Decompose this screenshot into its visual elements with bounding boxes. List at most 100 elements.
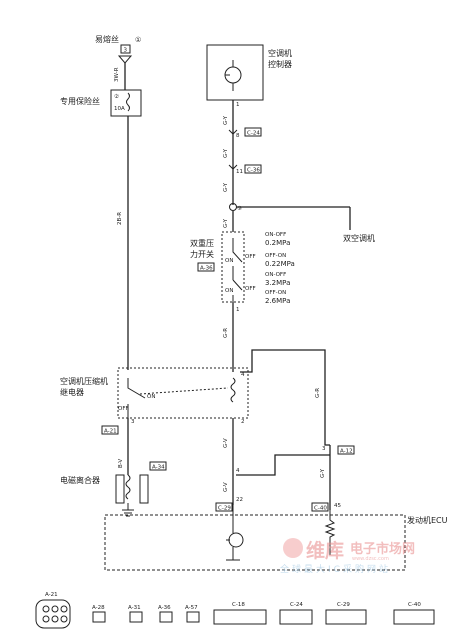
pressure-switch-contact-1 — [232, 238, 243, 280]
wire-label-g-y-1: G-Y — [223, 115, 229, 125]
watermark-site-name: 电子市场网 — [350, 541, 415, 557]
legend-label-a21: A-21 — [45, 592, 58, 598]
legend-item-a36: A-36 — [158, 605, 173, 623]
legend-label-c24: C-24 — [290, 602, 303, 608]
ecu-transistor-leads — [226, 505, 240, 561]
relay-box — [117, 367, 249, 419]
legend-label-a57: A-57 — [185, 605, 198, 611]
ecu-box — [104, 514, 406, 571]
legend-item-c40: C-40 — [393, 602, 435, 625]
pressure-value-4: 2.6MPa — [265, 297, 290, 305]
pressure-switch-box — [221, 231, 245, 303]
fuse-box-rating: 10A — [114, 106, 125, 112]
relay-pin-3: 3 — [131, 419, 135, 425]
connector-tag-c36 — [244, 164, 262, 174]
connector-marker-c24 — [228, 129, 238, 135]
legend-shape-a31 — [129, 611, 143, 623]
ecu-resistor-icon — [324, 510, 336, 555]
pin-11: 11 — [236, 169, 243, 175]
fuse-box — [110, 89, 142, 117]
relay-pin-4: 4 — [241, 372, 245, 378]
pressure-value-2: 0.22MPa — [265, 260, 295, 268]
legend-shape-a36 — [159, 611, 173, 623]
pressure-switch-contact-2 — [232, 279, 243, 302]
legend-pin-dot — [42, 605, 50, 613]
pressure-switch-on-1: ON — [225, 258, 233, 264]
connector-tag-c40 — [311, 502, 329, 512]
legend-shape-c29 — [325, 609, 367, 625]
pressure-switch-label-1: 双重压 — [190, 238, 214, 248]
watermark-url: www.dzsc.com — [352, 556, 389, 562]
connector-tag-c24 — [244, 127, 262, 137]
connector-c36-label: C-36 — [247, 168, 260, 174]
connector-c29-label: C-29 — [218, 506, 231, 512]
wire-label-g-y-3: G-Y — [223, 182, 229, 192]
relay-label-2: 继电器 — [60, 387, 84, 397]
relay-coil-icon — [230, 377, 236, 403]
connector-legend: A-21 A-28 A-31 A-36 A-57 C-18 — [35, 592, 435, 629]
legend-shape-c40 — [393, 609, 435, 625]
legend-pin-dot — [51, 605, 59, 613]
wire-label-g-y-2: G-Y — [223, 148, 229, 158]
legend-shape-c24 — [279, 609, 313, 625]
relay-cross-wire — [236, 454, 330, 476]
ac-controller-label-1: 空调机 — [268, 48, 292, 58]
wire-label-g-r-2: G-R — [315, 388, 321, 398]
pressure-switch-off-2: OFF — [245, 286, 256, 292]
connector-c40-label: C-40 — [314, 506, 327, 512]
pressure-setting-1: ON-OFF — [265, 232, 286, 238]
pin-45: 45 — [334, 503, 341, 509]
legend-label-c40: C-40 — [408, 602, 421, 608]
connector-tag-a34 — [149, 461, 167, 471]
pressure-value-1: 0.2MPa — [265, 239, 290, 247]
relay-pin-2: 2 — [241, 419, 245, 425]
wire-label-g-v-1: G-V — [223, 438, 229, 448]
watermark-logo-main: 维库 — [306, 539, 344, 562]
pressure-setting-4: OFF-ON — [265, 290, 286, 296]
relay-loop-wire — [240, 349, 330, 446]
fuse-link-number: ① — [135, 36, 141, 44]
ac-controller-label-2: 控制器 — [268, 59, 292, 69]
legend-item-a57: A-57 — [185, 605, 200, 623]
ac-controller-transistor-icon — [225, 60, 234, 91]
connector-a34-label: A-34 — [152, 465, 165, 471]
clutch-ground-icon — [122, 503, 134, 517]
legend-pin-dot — [51, 615, 59, 623]
fuse-box-number: ② — [114, 93, 119, 100]
fuse-element-icon — [126, 92, 130, 112]
relay-link-line — [139, 387, 229, 395]
watermark-slogan: 全球最大IC采购网站 — [280, 563, 391, 575]
pressure-value-3: 3.2MPa — [265, 279, 290, 287]
legend-pin-dot — [60, 615, 68, 623]
connector-a36-label: A-36 — [200, 266, 213, 272]
legend-item-a21: A-21 — [35, 592, 71, 629]
legend-item-c24: C-24 — [279, 602, 313, 625]
pin-1: 1 — [236, 307, 240, 313]
wire-label-g-v-2: G-V — [223, 482, 229, 492]
wire-label-g-y-4: G-Y — [223, 218, 229, 228]
connector-tag-a21 — [101, 425, 119, 435]
pressure-setting-2: OFF-ON — [265, 253, 286, 259]
pin-8: 8 — [236, 133, 240, 139]
legend-label-c29: C-29 — [337, 602, 350, 608]
connector-tag-c29 — [215, 502, 233, 512]
relay-on-label: ON — [147, 394, 155, 400]
connector-marker-c36 — [228, 164, 238, 170]
pin-3b: 3 — [322, 446, 326, 452]
pressure-setting-3: ON-OFF — [265, 272, 286, 278]
connector-tag-a36 — [197, 262, 215, 272]
legend-shape-a21 — [35, 599, 71, 629]
fuse-link-wire-label: 3W-R — [114, 67, 120, 82]
ecu-transistor-icon — [228, 532, 244, 548]
wire-label-g-y-5: G-Y — [320, 468, 326, 478]
fuse-box-label: 专用保险丝 — [60, 96, 100, 106]
legend-label-a31: A-31 — [128, 605, 141, 611]
ecu-label: 发动机ECU — [407, 515, 448, 525]
legend-shape-c18 — [213, 609, 267, 625]
connector-a21-label: A-21 — [104, 429, 117, 435]
dual-ac-label: 双空调机 — [343, 233, 375, 243]
pin-4b: 4 — [236, 468, 240, 474]
fuse-link-pin-box — [120, 44, 131, 54]
fuse-link-label: 易熔丝 — [95, 34, 119, 44]
